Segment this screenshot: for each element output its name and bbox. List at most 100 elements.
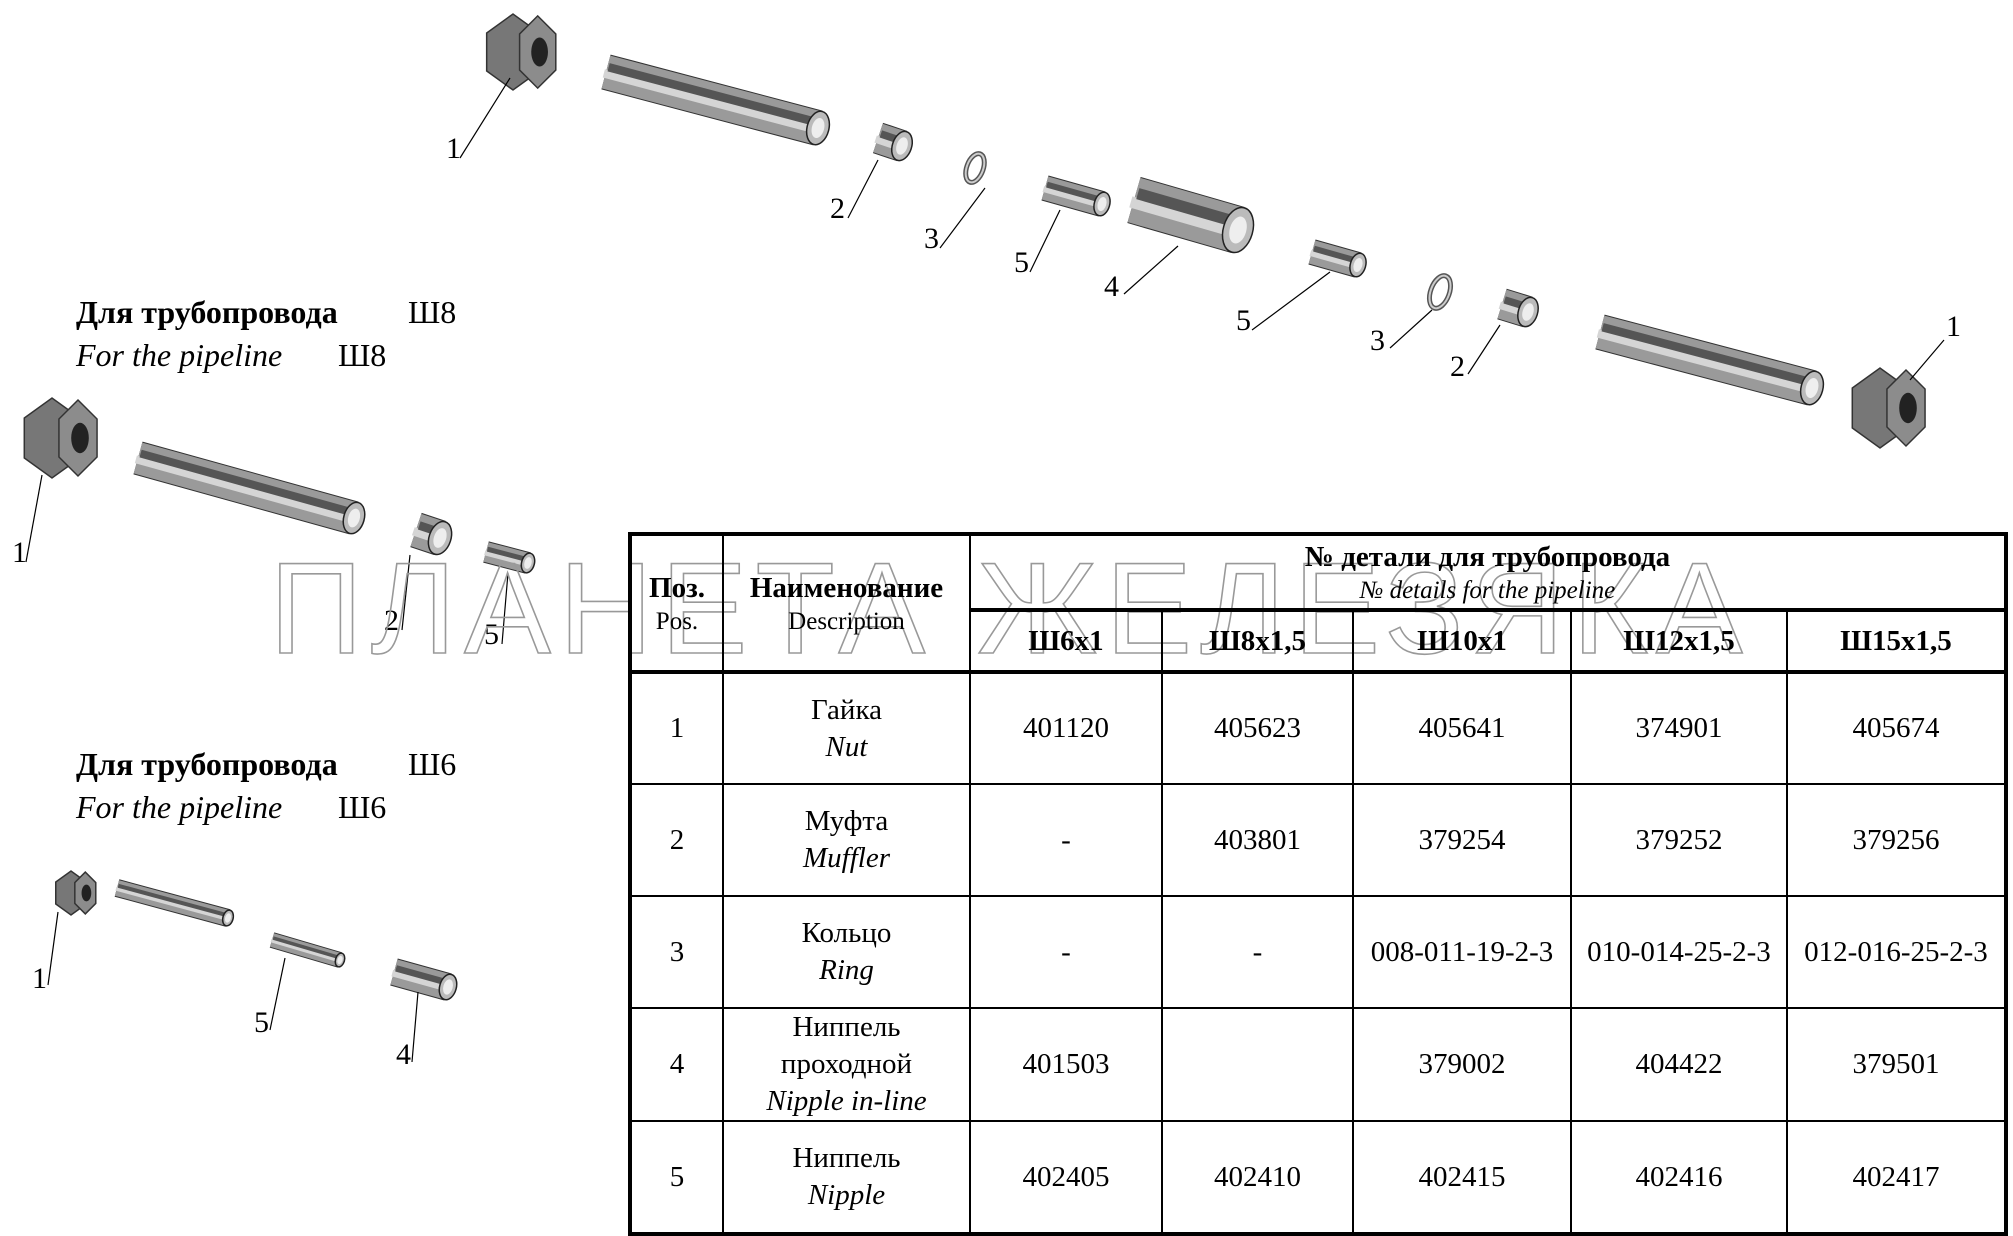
part-number-cell: 401120	[969, 670, 1163, 785]
coupling-part-4	[1127, 176, 1255, 254]
nut-part-1	[485, 13, 557, 91]
part-number-cell: 374901	[1570, 670, 1788, 785]
header-pos-en: Pos.	[655, 607, 699, 635]
parts-layer	[23, 13, 1926, 1001]
part-number-cell: 402416	[1570, 1120, 1788, 1235]
part-number-cell: 379254	[1352, 783, 1572, 897]
callout-label: 2	[384, 604, 399, 637]
description-ru: Гайка	[811, 693, 882, 726]
ring-part-3	[963, 151, 987, 185]
header-group: № детали для трубопровода № details for …	[969, 533, 2007, 611]
size-header: Ш12х1,5	[1570, 608, 1788, 673]
callout-label: 2	[1450, 350, 1465, 383]
nut-part-1	[1851, 367, 1926, 449]
part-number-cell: 405623	[1161, 670, 1354, 785]
part-number-cell: 010-014-25-2-3	[1570, 895, 1788, 1009]
part-number-cell: 379256	[1786, 783, 2007, 897]
leader-line	[1467, 324, 1501, 375]
description-en: Ring	[819, 954, 874, 986]
callout-label: 1	[32, 962, 47, 995]
callout-label: 5	[484, 618, 499, 651]
description-en: Nipple	[807, 1179, 886, 1211]
leader-line	[1389, 309, 1433, 349]
header-group-en: № details for the pipeline	[1359, 576, 1616, 604]
header-group-ru: № детали для трубопровода	[1304, 540, 1671, 573]
heading-d6-en-size: Ш6	[338, 789, 386, 825]
heading-d8-en-size: Ш8	[338, 337, 386, 373]
header-name-ru: Наименование	[749, 571, 944, 604]
part-number-cell: 379501	[1786, 1007, 2007, 1122]
callout-label: 5	[1236, 304, 1251, 337]
leader-line	[1909, 339, 1945, 381]
heading-d6-en: For the pipeline	[75, 789, 282, 825]
leader-line	[47, 911, 59, 986]
heading-d8-size: Ш8	[408, 294, 456, 330]
tube-part	[601, 54, 831, 146]
leader-line	[1251, 271, 1331, 331]
part-number-cell: 379252	[1570, 783, 1788, 897]
size-header: Ш10х1	[1352, 608, 1572, 673]
nipple-part-5	[483, 541, 536, 574]
header-name-en: Description	[788, 607, 905, 635]
callout-label: 3	[1370, 324, 1385, 357]
muffler-part-2	[872, 122, 914, 162]
part-number-cell: 405674	[1786, 670, 2007, 785]
header-pos-ru: Поз.	[649, 571, 705, 604]
part-number-cell: -	[969, 783, 1163, 897]
callout-label: 5	[1014, 246, 1029, 279]
part-number-cell: 379002	[1352, 1007, 1572, 1122]
description-ru: проходной	[780, 1048, 913, 1080]
leader-line	[847, 159, 879, 219]
tube-part	[114, 879, 235, 927]
row-pos: 1	[629, 670, 724, 785]
heading-d6-ru: Для трубопровода	[76, 746, 338, 782]
leader-line	[411, 991, 419, 1063]
row-pos: 2	[629, 783, 724, 897]
part-number-cell: 401503	[969, 1007, 1163, 1122]
heading-d8-en: For the pipeline	[75, 337, 282, 373]
size-header: Ш15х1,5	[1786, 608, 2007, 673]
part-number-cell	[1161, 1007, 1354, 1122]
part-number-cell: 402410	[1161, 1120, 1354, 1235]
heading-d8-ru: Для трубопровода	[76, 294, 338, 330]
coupling-part-4	[390, 958, 458, 1001]
tube-part	[133, 441, 366, 535]
part-number-cell: 008-011-19-2-3	[1352, 895, 1572, 1009]
leader-line	[1029, 209, 1061, 273]
size-header: Ш8х1,5	[1161, 608, 1354, 673]
leader-lines	[25, 77, 1945, 1063]
ring-part-3	[1426, 273, 1454, 311]
part-number-cell: 012-016-25-2-3	[1786, 895, 2007, 1009]
description-en: Muffler	[803, 842, 890, 874]
callout-label: 2	[830, 192, 845, 225]
part-number-cell: -	[1161, 895, 1354, 1009]
row-pos: 4	[629, 1007, 724, 1122]
leader-line	[1123, 245, 1179, 295]
parts-table: Поз. Pos. Наименование Description № дет…	[628, 532, 2008, 1236]
leader-line	[269, 957, 286, 1031]
leader-line	[401, 554, 411, 631]
leader-line	[459, 77, 511, 159]
part-number-cell: 402417	[1786, 1120, 2007, 1235]
description-ru: Кольцо	[801, 917, 892, 949]
header-pos: Поз. Pos.	[629, 533, 724, 673]
description-ru: Муфта	[804, 805, 889, 837]
callout-label: 5	[254, 1006, 269, 1039]
description-ru: Ниппель	[792, 1011, 901, 1043]
callout-label: 4	[1104, 270, 1119, 303]
nut-part-1	[23, 397, 98, 479]
tube-part	[1595, 314, 1825, 406]
header-name: Наименование Description	[722, 533, 971, 673]
part-number-cell: 403801	[1161, 783, 1354, 897]
leader-line	[25, 474, 43, 563]
description-ru: Ниппель	[792, 1142, 901, 1174]
part-number-cell: -	[969, 895, 1163, 1009]
row-pos: 5	[629, 1120, 724, 1235]
